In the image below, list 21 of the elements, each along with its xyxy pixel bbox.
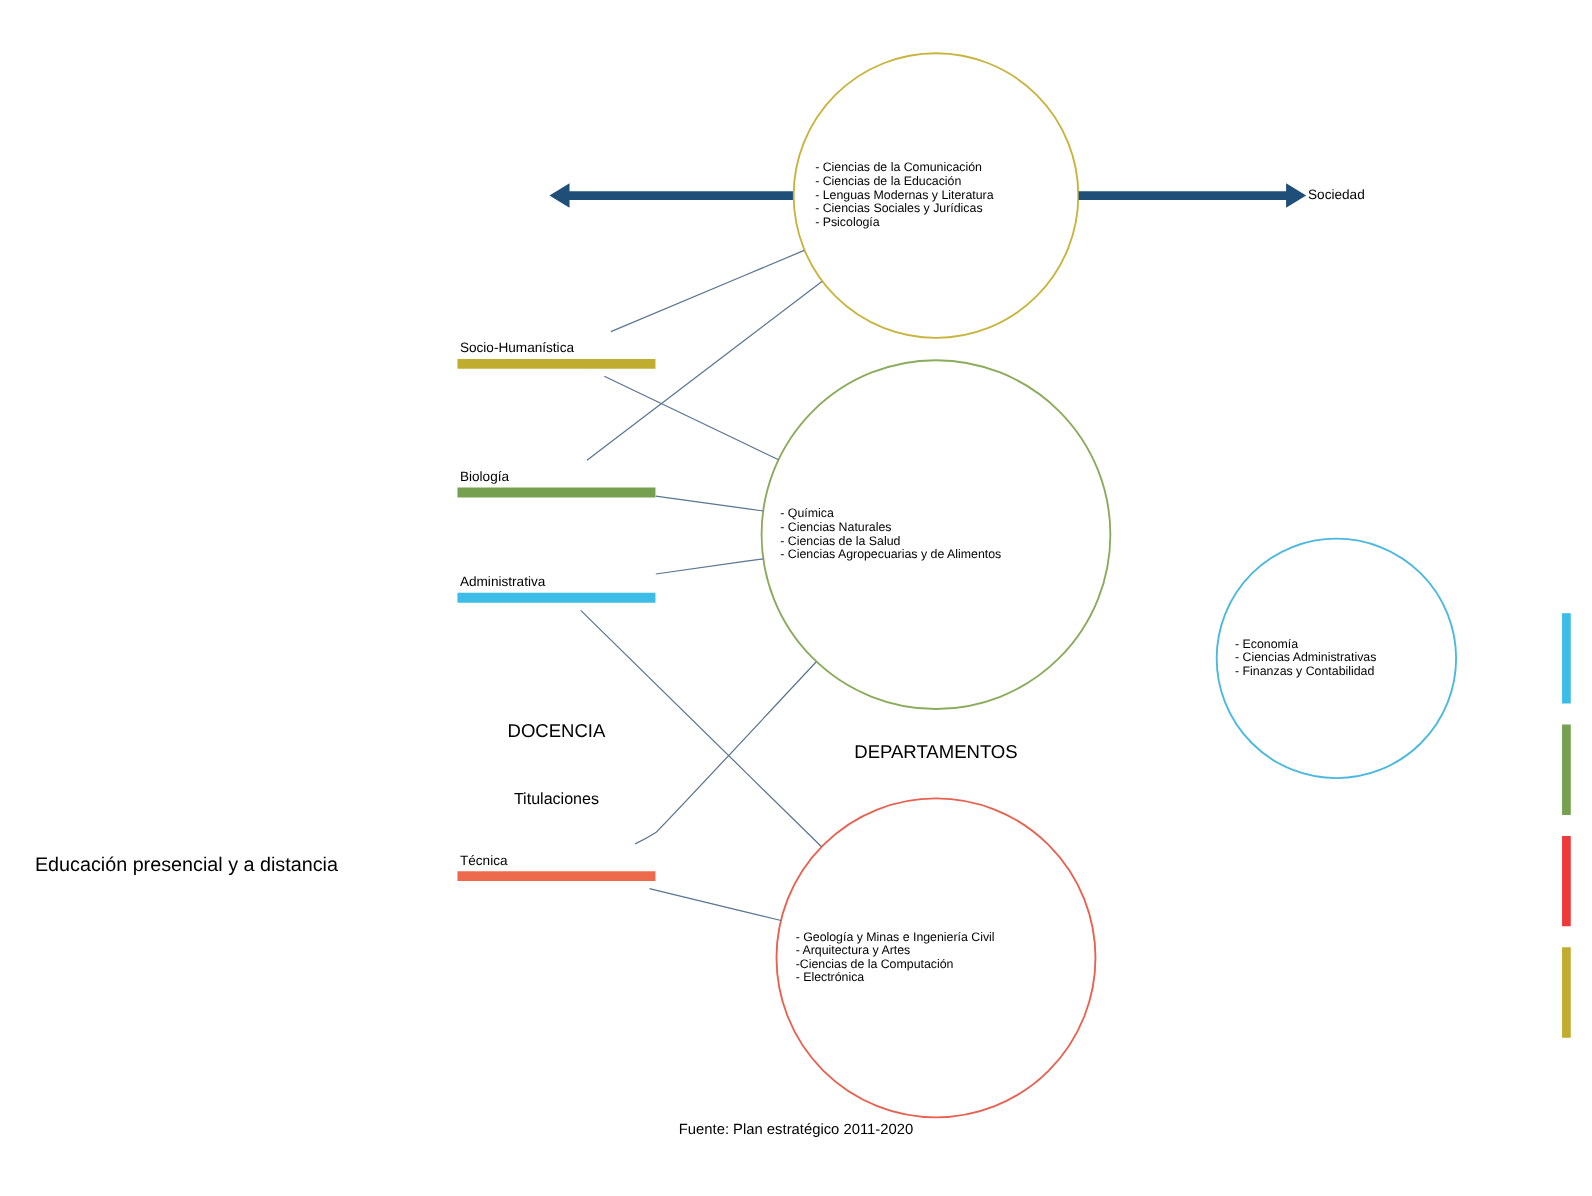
connector bbox=[603, 375, 780, 461]
node-bar bbox=[1562, 613, 1571, 704]
node-box bbox=[457, 592, 656, 603]
connector bbox=[655, 495, 764, 512]
connector bbox=[610, 249, 805, 333]
node-box bbox=[457, 358, 656, 369]
node-box bbox=[457, 871, 656, 882]
connector bbox=[648, 887, 782, 922]
connector bbox=[634, 661, 817, 845]
node-bar bbox=[1562, 947, 1571, 1038]
node-bar bbox=[1562, 724, 1571, 815]
node-box bbox=[457, 487, 656, 498]
arrow bbox=[1078, 183, 1307, 208]
arrow bbox=[549, 183, 793, 208]
connector bbox=[580, 609, 823, 848]
connector bbox=[586, 280, 823, 461]
connector bbox=[655, 558, 764, 575]
label: DEPARTAMENTOS bbox=[854, 741, 1018, 762]
label: Educación presencial y a distancia bbox=[34, 854, 338, 877]
label: DOCENCIA bbox=[507, 720, 606, 741]
node-bar bbox=[1562, 835, 1571, 927]
